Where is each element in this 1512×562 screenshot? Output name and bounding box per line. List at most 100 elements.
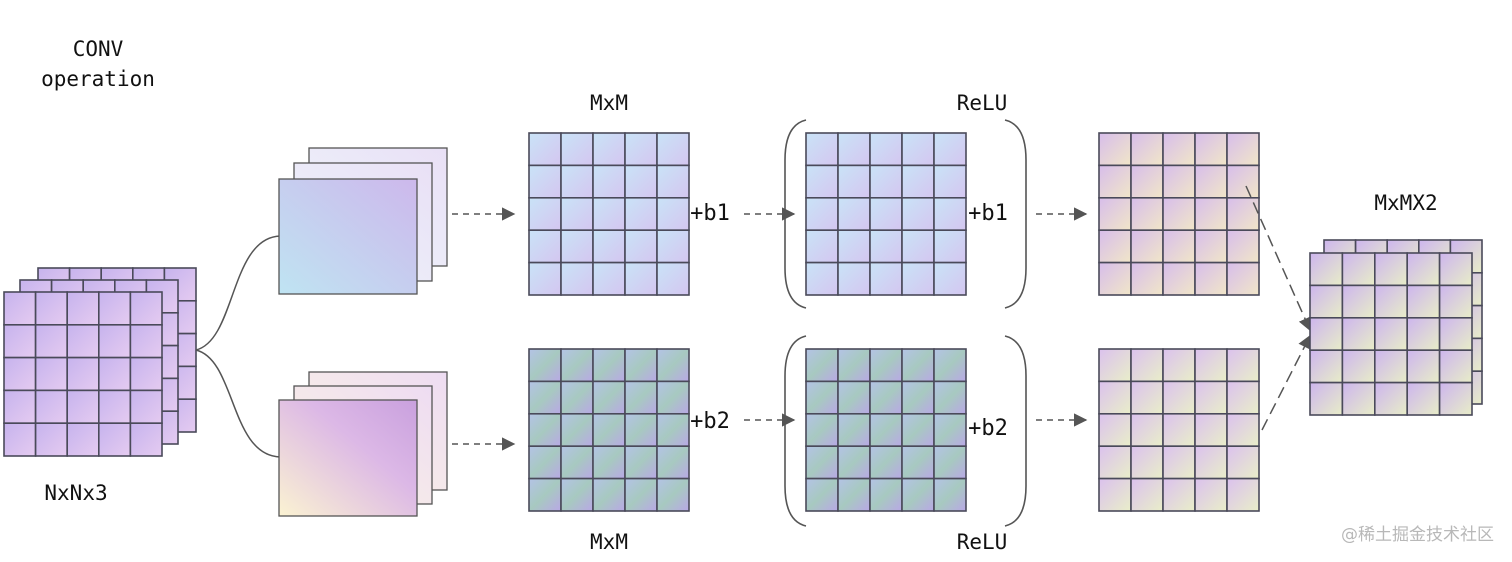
bias-label-bottom-1: +b2 [690, 409, 730, 434]
grid-cell [1130, 477, 1164, 512]
grid-cell [1130, 348, 1164, 383]
grid-cell [805, 164, 839, 199]
grid-cell [1098, 380, 1132, 415]
grid-cell [1098, 348, 1132, 383]
grid-cell [592, 164, 626, 199]
watermark: @稀土掘金技术社区 [1341, 525, 1494, 545]
grid-cell [624, 261, 658, 296]
input-volume [3, 267, 197, 457]
grid-cell [933, 380, 967, 415]
grid-cell [656, 412, 690, 447]
grid-cell [837, 445, 871, 480]
grid-cell [1194, 229, 1228, 264]
grid-cell [933, 261, 967, 296]
grid-cell [592, 477, 626, 512]
grid-cell [901, 445, 935, 480]
grid-cell [66, 389, 100, 424]
grid-cell [1098, 261, 1132, 296]
grid-cell [901, 477, 935, 512]
grid-cell [805, 380, 839, 415]
grid-cell [1309, 316, 1344, 351]
grid-cell [1374, 381, 1409, 416]
grid-cell [1098, 197, 1132, 232]
grid-cell [528, 261, 562, 296]
feature-map-top [528, 132, 690, 296]
grid-cell [901, 380, 935, 415]
grid-cell [1374, 252, 1409, 287]
grid-cell [560, 261, 594, 296]
grid-cell [837, 197, 871, 232]
grid-cell [592, 229, 626, 264]
grid-cell [1162, 229, 1196, 264]
grid-cell [656, 477, 690, 512]
grid-cell [1194, 261, 1228, 296]
grid-cell [1341, 284, 1376, 319]
grid-cell [3, 389, 37, 424]
grid-cell [1309, 381, 1344, 416]
grid-cell [1162, 197, 1196, 232]
arrow-to-output-bottom [1261, 334, 1311, 431]
grid-cell [837, 164, 871, 199]
grid-cell [592, 348, 626, 383]
grid-cell [1226, 445, 1260, 480]
grid-cell [1130, 380, 1164, 415]
grid-cell [1406, 316, 1441, 351]
filter-top-front [278, 178, 418, 295]
grid-cell [560, 477, 594, 512]
grid-cell [1226, 261, 1260, 296]
grid-cell [1162, 164, 1196, 199]
grid-cell [837, 261, 871, 296]
grid-cell [805, 261, 839, 296]
grid-cell [656, 197, 690, 232]
grid-cell [933, 132, 967, 167]
grid-cell [1226, 348, 1260, 383]
map-size-label-bottom: MxM [590, 530, 628, 554]
filter-bottom-front [278, 399, 418, 517]
grid-cell [98, 323, 132, 359]
grid-cell [1130, 445, 1164, 480]
grid-cell [592, 412, 626, 447]
branch-curve-bottom [195, 349, 281, 458]
grid-cell [805, 132, 839, 167]
bias-label-top-2: +b1 [968, 201, 1008, 226]
grid-cell [592, 261, 626, 296]
grid-cell [901, 229, 935, 264]
grid-cell [1438, 316, 1473, 351]
grid-cell [805, 229, 839, 264]
grid-cell [528, 132, 562, 167]
grid-cell [1098, 412, 1132, 447]
grid-cell [656, 348, 690, 383]
grid-cell [528, 412, 562, 447]
grid-cell [869, 348, 903, 383]
grid-cell [592, 380, 626, 415]
grid-cell [98, 291, 132, 326]
grid-cell [901, 348, 935, 383]
grid-cell [1194, 197, 1228, 232]
grid-cell [1226, 477, 1260, 512]
grid-cell [805, 348, 839, 383]
grid-cell [1130, 164, 1164, 199]
relu-input-top [805, 132, 967, 296]
grid-cell [624, 412, 658, 447]
grid-cell [1098, 132, 1132, 167]
grid-cell [656, 229, 690, 264]
grid-cell [98, 389, 132, 424]
grid-cell [1162, 477, 1196, 512]
grid-cell [1130, 412, 1164, 447]
grid-cell [837, 477, 871, 512]
grid-cell [1406, 381, 1441, 416]
grid-cell [805, 477, 839, 512]
grid-cell [869, 132, 903, 167]
grid-cell [656, 380, 690, 415]
grid-cell [869, 380, 903, 415]
grid-cell [656, 445, 690, 480]
grid-cell [66, 323, 100, 359]
grid-cell [66, 291, 100, 326]
relu-input-bottom [805, 348, 967, 512]
grid-cell [129, 422, 163, 457]
grid-cell [1226, 380, 1260, 415]
filter-stack-top [278, 147, 448, 295]
grid-cell [34, 389, 68, 424]
grid-cell [1194, 412, 1228, 447]
bias-label-top-1: +b1 [690, 201, 730, 226]
